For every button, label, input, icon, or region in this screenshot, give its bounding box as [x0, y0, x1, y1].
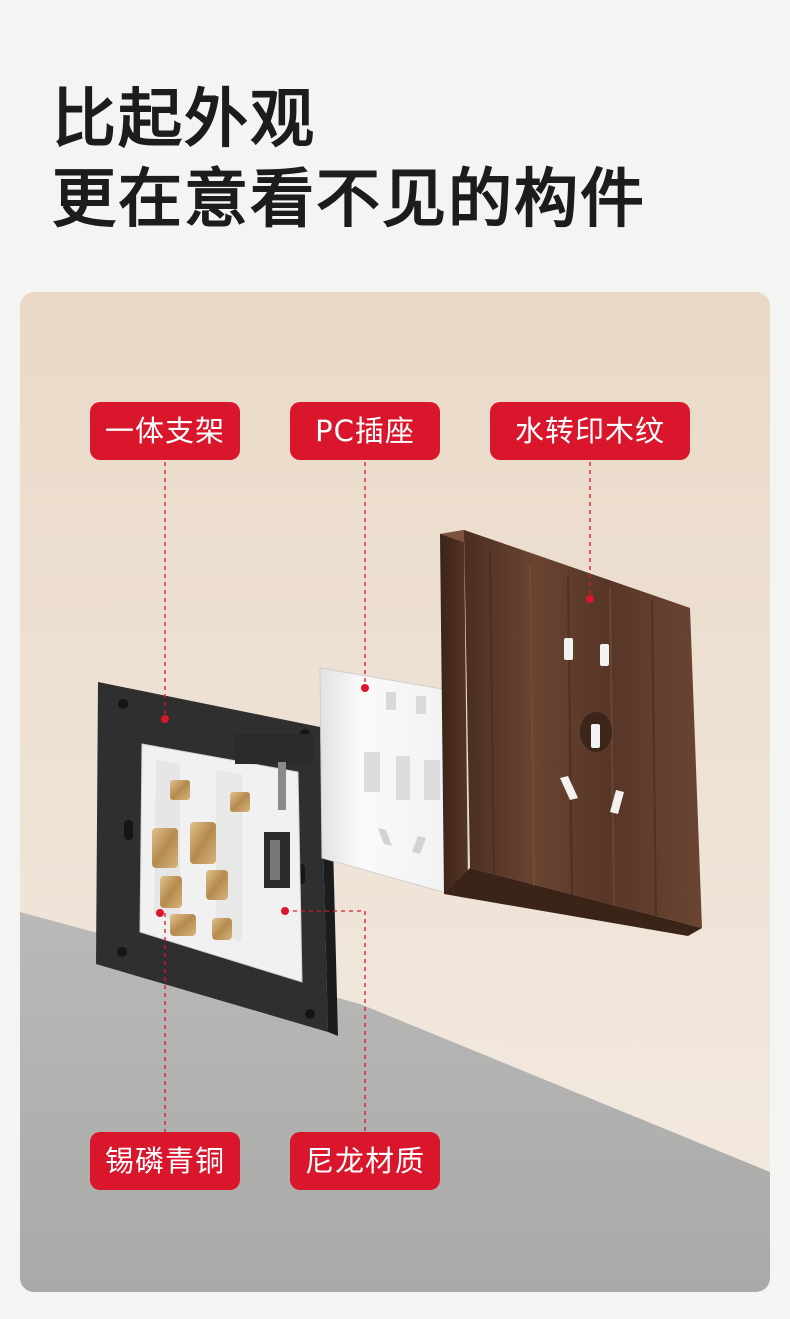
wall-surface	[20, 912, 770, 1292]
callout-wood-grain: 水转印木纹	[490, 402, 690, 460]
brass-contacts	[152, 780, 250, 940]
callout-tin-phosphor-bronze: 锡磷青铜	[90, 1132, 240, 1190]
headline-line-2: 更在意看不见的构件	[52, 163, 646, 237]
callout-integrated-bracket: 一体支架	[90, 402, 240, 460]
socket-exploded-illustration	[20, 462, 770, 1292]
leader-dots	[156, 595, 594, 917]
headline: 比起外观 更在意看不见的构件	[52, 80, 646, 240]
leader-lines	[164, 462, 591, 1132]
callout-pc-socket: PC插座	[290, 402, 440, 460]
callout-nylon: 尼龙材质	[290, 1132, 440, 1190]
exploded-view-panel: 一体支架 PC插座 水转印木纹 锡磷青铜 尼龙材质	[20, 292, 770, 1292]
headline-line-1: 比起外观	[52, 83, 316, 157]
wood-faceplate	[440, 530, 702, 936]
